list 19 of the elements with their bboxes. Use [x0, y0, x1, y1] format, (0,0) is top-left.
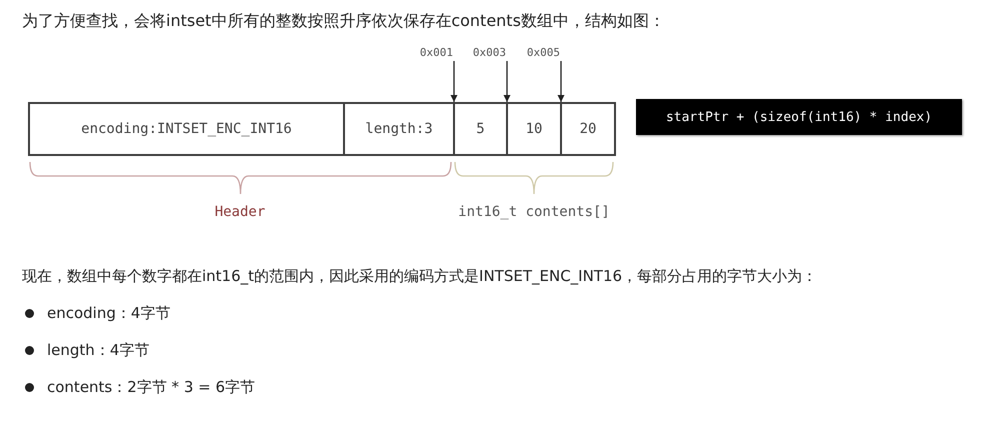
memory-cell: length:3	[343, 102, 455, 156]
list-item-text: length：4字节	[47, 340, 150, 361]
address-label: 0x005	[515, 44, 563, 61]
pointer-arrow	[504, 61, 510, 102]
list-item-text: encoding：4字节	[47, 303, 170, 324]
list-item-text: contents：2字节 * 3 = 6字节	[47, 377, 256, 398]
pointer-arrow	[558, 61, 564, 102]
brace-label: int16_t contents[]	[457, 203, 611, 222]
formula-box: startPtr + (sizeof(int16) * index)	[636, 99, 962, 135]
memory-cell: 20	[560, 102, 616, 156]
intro-paragraph: 为了方便查找，会将intset中所有的整数按照升序依次保存在contents数组中，结构如图：	[22, 10, 665, 32]
description-paragraph: 现在，数组中每个数字都在int16_t的范围内，因此采用的编码方式是INTSET_ENC_INT16，每部分占用的字节大小为：	[22, 266, 818, 287]
brace-label: Header	[214, 203, 266, 222]
pointer-arrow	[450, 61, 458, 102]
memory-cell: encoding:INTSET_ENC_INT16	[28, 102, 345, 156]
address-label: 0x003	[461, 44, 509, 61]
address-label: 0x001	[408, 44, 456, 61]
memory-cell: 10	[506, 102, 562, 156]
memory-cell: 5	[453, 102, 508, 156]
